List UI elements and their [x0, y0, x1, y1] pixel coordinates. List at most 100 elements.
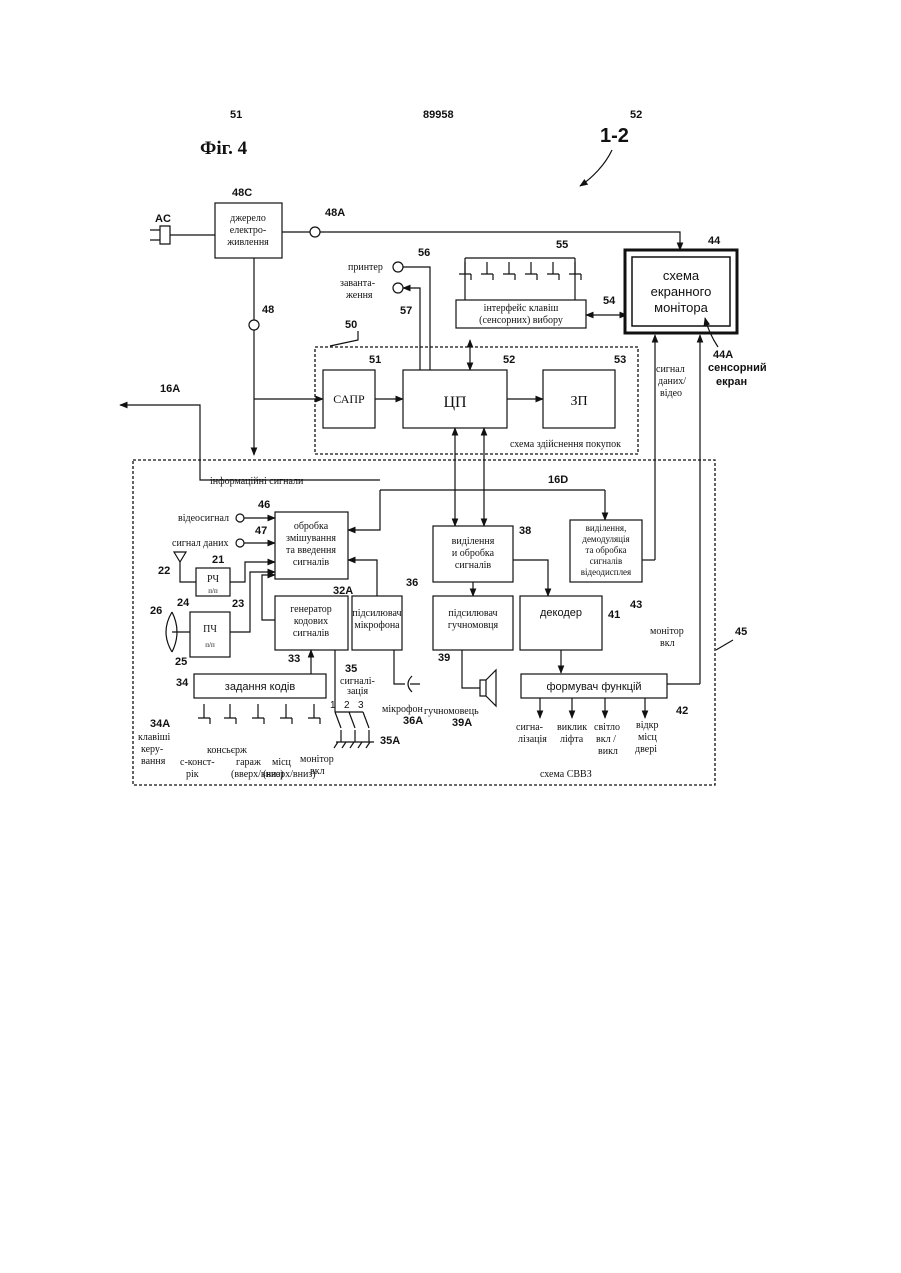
video-processing-label: відеодисплея: [581, 567, 631, 577]
speaker-amplifier-label: підсилювач: [448, 608, 497, 619]
page-number-right: 52: [630, 109, 642, 121]
output-light: викл: [598, 746, 618, 757]
selection-keys: [459, 262, 581, 280]
lock-label: заванта-: [340, 278, 375, 289]
code-setting-label: задання кодів: [225, 681, 296, 693]
cpu-ref: 52: [503, 354, 515, 366]
figure-ref-arrow: [580, 150, 612, 186]
satellite-dish-icon: [166, 612, 190, 652]
touch-screen-label: екран: [716, 376, 747, 388]
key-switch: [224, 704, 236, 724]
control-keys-ref: 34A: [150, 718, 170, 730]
speaker-label: гучномовець: [424, 706, 479, 717]
switch-number: 3: [358, 700, 364, 711]
monitor-label: монітора: [654, 300, 709, 315]
video-input-node: [236, 514, 244, 522]
key-interface-label: (сенсорних) вибору: [479, 315, 563, 326]
output-door: двері: [635, 744, 657, 755]
touch-screen-label: сенсорний: [708, 362, 767, 374]
dish-ref: 26: [150, 605, 162, 617]
ref-25: 25: [175, 656, 187, 668]
video-processing-label: сигналів: [590, 556, 623, 566]
video-input-ref: 46: [258, 499, 270, 511]
mic-amplifier-label: підсилювач: [352, 608, 401, 619]
key-switch: [198, 704, 210, 724]
control-keys-label: керу-: [141, 744, 163, 755]
output-door: місц: [638, 732, 658, 743]
node-48: [249, 320, 259, 330]
speaker-amplifier-label: гучномовця: [448, 620, 499, 631]
touch-screen-ref: 44A: [713, 349, 733, 361]
signal-extraction-label: и обробка: [452, 548, 495, 559]
ac-plug-icon: [150, 226, 170, 244]
signal-mixing-ref: 32A: [333, 585, 353, 597]
ground-ref: 35A: [380, 735, 400, 747]
data-input-label: сигнал даних: [172, 538, 229, 549]
microphone-label: мікрофон: [382, 704, 423, 715]
if-ref: 23: [232, 598, 244, 610]
figure-title: Фіг. 4: [200, 138, 248, 159]
key-switch: [547, 262, 559, 280]
data-input-ref: 47: [255, 525, 267, 537]
line-16a-ref: 16A: [160, 383, 180, 395]
signal-extraction-label: сигналів: [455, 560, 492, 571]
decoder-ref: 41: [608, 609, 620, 621]
key-label-garage: гараж: [236, 757, 261, 768]
signal-extraction-ref: 38: [519, 525, 531, 537]
printer-ref: 56: [418, 247, 430, 259]
output-alarm: сигна-: [516, 722, 543, 733]
key-label-monitor: монітор: [300, 754, 334, 765]
antenna-icon: [174, 552, 196, 582]
mic-amplifier-ref: 36: [406, 577, 418, 589]
output-door: відкр: [636, 720, 658, 731]
node-48a-ref: 48A: [325, 207, 345, 219]
signal-video-label: даних/: [658, 376, 686, 387]
code-generator-label: кодових: [294, 616, 328, 627]
data-input-node: [236, 539, 244, 547]
page-number-left: 51: [230, 109, 242, 121]
decoder-label: декодер: [540, 607, 582, 619]
sapr-label: САПР: [333, 392, 365, 406]
if-label: ПЧ: [203, 624, 217, 635]
rf-label: РЧ: [207, 574, 220, 585]
key-switch: [481, 262, 493, 280]
decoder-box: [520, 596, 602, 650]
key-label-service: рік: [186, 769, 199, 780]
memory-ref: 53: [614, 354, 626, 366]
signal-mixing-label: сигналів: [293, 557, 330, 568]
microphone-ref: 36A: [403, 715, 423, 727]
purchase-circuit-ref: 50: [345, 319, 357, 331]
code-setting-ref: 34: [176, 677, 189, 689]
function-former-label: формувач функцій: [546, 681, 641, 693]
monitor-label: схема: [663, 268, 700, 283]
mic-amplifier-label: мікрофона: [354, 620, 400, 631]
signal-video-label: сигнал: [656, 364, 685, 375]
power-supply-label: джерело: [230, 213, 266, 224]
signal-mixing-label: обробка: [294, 521, 329, 532]
function-former-ref: 42: [676, 705, 688, 717]
patent-number: 89958: [423, 109, 454, 121]
monitor-ref: 44: [708, 235, 721, 247]
lock-label: ження: [345, 290, 373, 301]
key-switch: [525, 262, 537, 280]
key-switch: [308, 704, 320, 724]
video-processing-label: виділення,: [586, 523, 627, 533]
memory-label: ЗП: [570, 394, 587, 409]
video-processing-label: та обробка: [585, 545, 626, 555]
printer-node: [393, 262, 403, 272]
output-elevator: ліфта: [560, 734, 584, 745]
lock-node: [393, 283, 403, 293]
code-generator-ref: 33: [288, 653, 300, 665]
signal-mixing-label: та введення: [286, 545, 336, 556]
key-label-concierge: консьєрж: [207, 745, 247, 756]
svvz-ref: 45: [735, 626, 747, 638]
video-input-label: відеосигнал: [178, 513, 229, 524]
speaker-icon: [480, 670, 496, 706]
key-label-monitor: вкл: [310, 766, 325, 777]
ac-label: AC: [155, 213, 171, 225]
speaker-amplifier-ref: 39: [438, 652, 450, 664]
alarm-ref: 35: [345, 663, 357, 675]
output-elevator: виклик: [557, 722, 587, 733]
alarm-label: зація: [347, 686, 369, 697]
